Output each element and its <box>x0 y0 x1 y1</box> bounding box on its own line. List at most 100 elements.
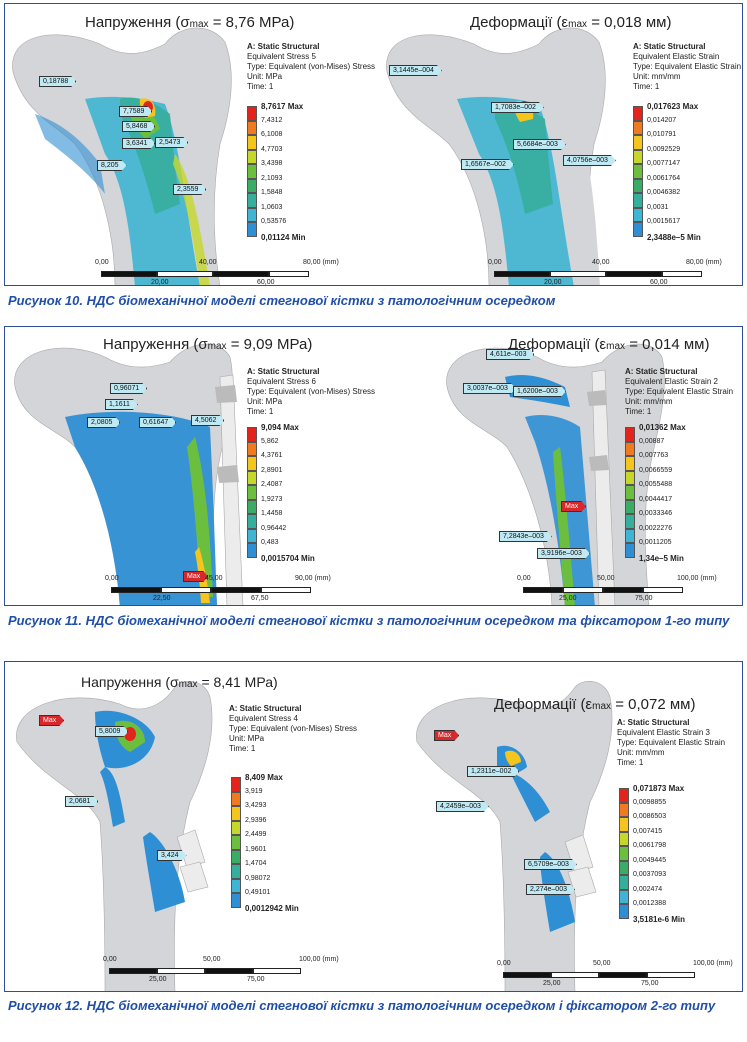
legend-swatch <box>231 878 241 893</box>
legend-label: 0,01362 Max <box>639 423 686 432</box>
max-marker: Max <box>561 501 586 512</box>
legend-swatch <box>619 788 629 803</box>
legend-label: 0,0033346 <box>639 510 673 517</box>
legend-label: 0,96442 <box>261 524 287 532</box>
legend-swatch <box>625 514 635 529</box>
probe-label: 5,6684e–003 <box>513 139 566 150</box>
legend-label: 4,3761 <box>261 452 283 459</box>
result-header: A: Static Structural Equivalent Elastic … <box>617 718 726 767</box>
legend-label: 2,8901 <box>261 466 283 474</box>
stress-title: Напруження (σmax = 8,76 МРа) <box>85 14 295 31</box>
legend-label: 0,007763 <box>639 452 669 459</box>
legend-label: 7,4312 <box>261 116 283 124</box>
legend-swatch <box>633 222 643 237</box>
probe-label: 4,5062 <box>191 415 224 426</box>
legend-label: 3,919 <box>245 787 263 795</box>
legend-label: 0,0031 <box>647 203 669 211</box>
result-header: A: Static Structural Equivalent Stress 5… <box>247 42 376 91</box>
figure-caption: Рисунок 11. НДС біомеханічної моделі сте… <box>8 613 730 628</box>
probe-label: 0,61647 <box>139 417 176 428</box>
probe-label: 3,6341 <box>122 138 155 149</box>
legend-swatch <box>247 470 257 485</box>
legend-label: 0,0015704 Min <box>261 553 315 563</box>
legend-swatch <box>633 106 643 121</box>
max-marker: Max <box>183 571 208 582</box>
scale-bar: 0,00 45,00 90,00 (mm) 22,50 67,50 <box>105 575 331 602</box>
legend-label: 0,0022276 <box>639 524 673 532</box>
probe-label: 2,0681 <box>65 796 98 807</box>
max-marker: Max <box>434 730 459 741</box>
legend-label: 1,9601 <box>245 845 267 853</box>
legend-label: 0,010791 <box>647 131 677 138</box>
legend-label: 4,7703 <box>261 145 283 153</box>
legend-swatch <box>231 893 241 908</box>
probe-label: 1,1611 <box>105 399 138 410</box>
legend-swatch <box>625 528 635 543</box>
legend-swatch <box>231 864 241 879</box>
legend-swatch <box>619 875 629 890</box>
max-marker: Max <box>39 715 64 726</box>
legend-swatch <box>625 543 635 558</box>
scale-bar: 0,00 50,00 100,00 (mm) 25,00 75,00 <box>517 575 717 602</box>
legend-swatch <box>247 207 257 222</box>
legend-label: 0,483 <box>261 539 279 546</box>
legend-swatch <box>247 135 257 150</box>
legend-swatch <box>625 470 635 485</box>
legend-label: 0,0061764 <box>647 174 681 182</box>
legend-label: 0,0077147 <box>647 160 681 167</box>
legend-swatch <box>247 120 257 135</box>
legend-swatch <box>247 485 257 500</box>
result-header: A: Static Structural Equivalent Elastic … <box>625 367 734 416</box>
probe-label: 2,5473 <box>155 137 188 148</box>
legend-label: 1,4704 <box>245 860 267 867</box>
legend-swatch <box>633 164 643 179</box>
legend-swatch <box>619 802 629 817</box>
legend-swatch <box>247 514 257 529</box>
stress-title: Напруження (σmax = 8,41 МРа) <box>81 674 278 690</box>
legend-swatch <box>619 904 629 919</box>
legend-swatch <box>231 835 241 850</box>
legend-label: 0,0098855 <box>633 798 667 806</box>
legend-swatch <box>231 791 241 806</box>
legend-label: 0,0012942 Min <box>245 903 299 913</box>
legend-swatch <box>625 456 635 471</box>
legend-label: 0,00887 <box>639 437 665 445</box>
probe-label: 3,0037e–003 <box>463 383 516 394</box>
legend-swatch <box>619 860 629 875</box>
probe-label: 3,1445e–004 <box>389 65 442 76</box>
probe-label: 1,6200e–003 <box>513 386 566 397</box>
probe-label: 0,18788 <box>39 76 76 87</box>
probe-label: 1,7083e–002 <box>491 102 544 113</box>
legend-label: 1,34e–5 Min <box>639 553 684 563</box>
scale-bar: 0,00 40,00 80,00 (mm) 20,00 60,00 <box>488 259 722 286</box>
probe-label: 4,2459e–003 <box>436 801 489 812</box>
probe-label: 4,611e–003 <box>486 349 534 360</box>
legend-label: 9,094 Max <box>261 423 299 432</box>
legend-label: 0,0011205 <box>639 539 672 546</box>
legend-label: 0,53576 <box>261 218 287 225</box>
legend-label: 0,002474 <box>633 885 663 893</box>
legend-label: 1,9273 <box>261 495 283 503</box>
strain-title: Деформації (εmax = 0,072 мм) <box>494 696 696 713</box>
legend-label: 0,071873 Max <box>633 784 685 793</box>
legend-label: 0,0037093 <box>633 871 667 878</box>
legend-label: 2,4499 <box>245 831 267 838</box>
scale-bar: 0,00 40,00 80,00 (mm) 20,00 60,00 <box>95 259 339 286</box>
legend-swatch <box>619 846 629 861</box>
legend-label: 5,862 <box>261 437 279 445</box>
result-header: A: Static Structural Equivalent Elastic … <box>633 42 742 91</box>
legend-swatch <box>231 849 241 864</box>
legend-label: 0,0086503 <box>633 813 667 820</box>
legend-label: 2,3488e–5 Min <box>647 232 701 242</box>
legend-swatch <box>633 135 643 150</box>
probe-label: 2,0805 <box>87 417 120 428</box>
legend-swatch <box>247 178 257 193</box>
legend-swatch <box>231 777 241 792</box>
legend-label: 0,0049445 <box>633 856 667 864</box>
legend-swatch <box>247 149 257 164</box>
figure-12: Напруження (σmax = 8,41 МРа) Деформації … <box>4 661 743 992</box>
legend-swatch <box>231 806 241 821</box>
legend-swatch <box>633 193 643 208</box>
legend-label: 3,5181e-6 Min <box>633 914 686 924</box>
probe-label: 1,2311e–002 <box>467 766 519 777</box>
